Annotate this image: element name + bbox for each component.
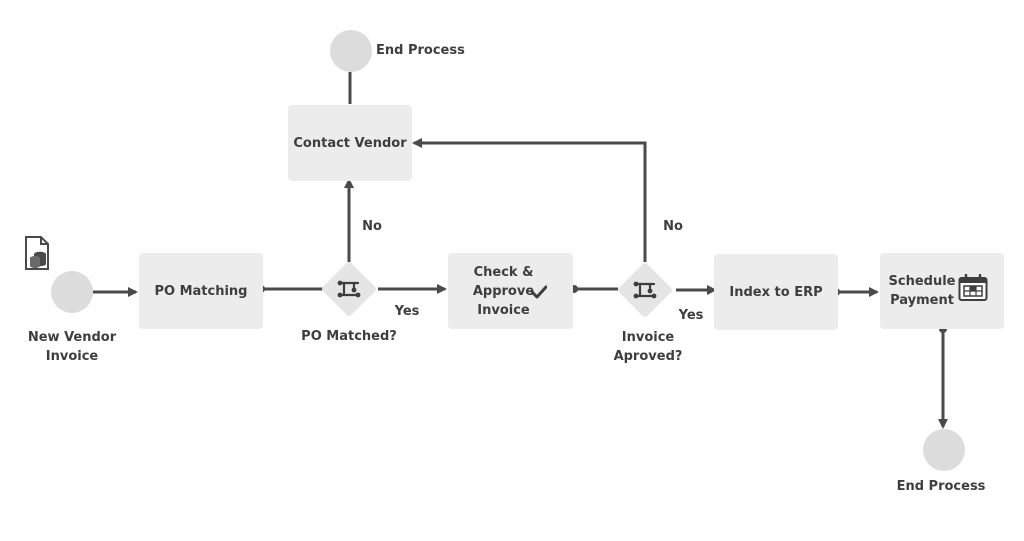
branch-switch-icon — [633, 279, 657, 305]
start-label: New Vendor Invoice — [27, 330, 117, 364]
check-approve-task: Check & Approve Invoice — [448, 253, 573, 329]
invoice-approved-label: Invoice Aproved? — [613, 330, 683, 364]
end-bottom-label: End Process — [896, 479, 986, 494]
calendar-icon — [958, 273, 988, 306]
end-top-label: End Process — [376, 43, 465, 58]
end-event-top — [330, 30, 372, 72]
inv-no-label: No — [663, 219, 683, 234]
inv-yes-label: Yes — [678, 308, 704, 323]
start-event — [51, 271, 93, 313]
contact-vendor-label: Contact Vendor — [293, 135, 407, 151]
check-approve-label: Check & Approve Invoice — [472, 264, 535, 318]
po-matching-task: PO Matching — [139, 253, 263, 329]
po-no-label: No — [362, 219, 382, 234]
invoice-document-icon — [24, 236, 50, 274]
po-yes-label: Yes — [394, 304, 420, 319]
po-matched-label: PO Matched? — [301, 329, 397, 344]
index-erp-task: Index to ERP — [714, 254, 838, 330]
schedule-payment-label: Schedule Payment — [888, 274, 956, 308]
edge-invoice-no-loop — [412, 138, 647, 262]
end-event-bottom — [923, 429, 965, 471]
index-erp-label: Index to ERP — [729, 284, 823, 300]
checkmark-icon — [530, 284, 548, 303]
branch-switch-icon — [337, 278, 361, 304]
contact-vendor-task: Contact Vendor — [288, 105, 412, 181]
po-matching-label: PO Matching — [154, 283, 248, 299]
